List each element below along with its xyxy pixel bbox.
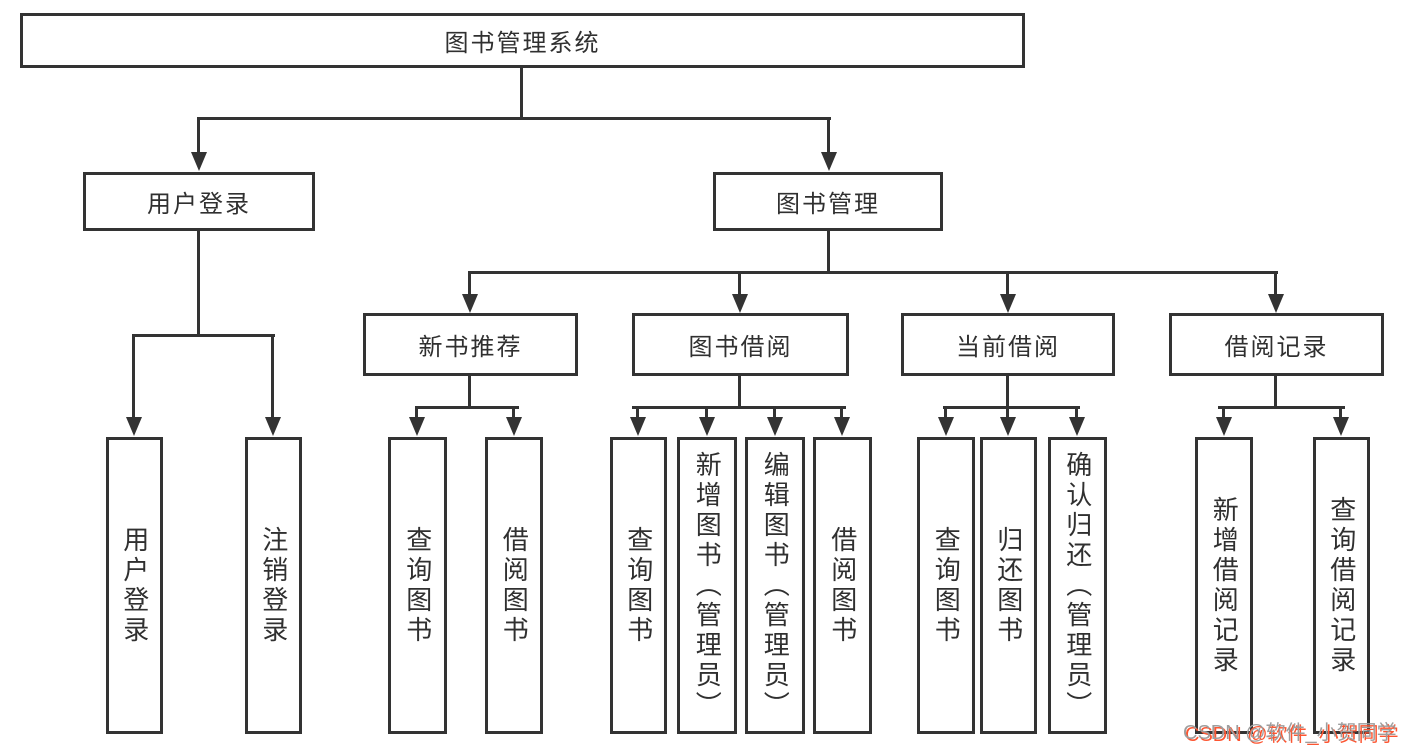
connector-line [415, 406, 519, 409]
node-borrow-records-label: 借阅记录 [1224, 334, 1329, 361]
arrow-head [1069, 417, 1085, 436]
connector-line [705, 406, 708, 420]
watermark: CSDN @软件_小贺同学 [1183, 722, 1397, 744]
connector-line [738, 271, 741, 297]
node-current-borrow: 当前借阅 [901, 313, 1115, 376]
connector-line [468, 375, 471, 408]
arrow-head [462, 294, 478, 313]
node-borrow-records: 借阅记录 [1169, 313, 1384, 376]
node-user-login: 用户登录 [83, 172, 315, 231]
arrow-head [409, 417, 425, 436]
arrow-head [1333, 417, 1349, 436]
node-book-management-label: 图书管理 [776, 191, 880, 218]
leaf-add-books-admin-label: 新增图书（管理员） [692, 450, 723, 721]
arrow-head [1000, 417, 1016, 436]
connector-line [197, 117, 200, 155]
leaf-query-books-borrow-label: 查询图书 [623, 525, 654, 646]
leaf-return-books: 归还图书 [980, 437, 1037, 734]
arrow-head [821, 152, 837, 171]
connector-line [773, 406, 776, 420]
leaf-add-borrow-record: 新增借阅记录 [1195, 437, 1253, 734]
connector-line [1274, 375, 1277, 408]
node-root-label: 图书管理系统 [444, 30, 601, 57]
connector-line [1274, 271, 1277, 297]
connector-line [468, 271, 1278, 274]
leaf-user-login: 用户登录 [106, 437, 163, 734]
arrow-head [1000, 294, 1016, 313]
leaf-add-borrow-record-label: 新增借阅记录 [1209, 495, 1240, 676]
connector-line [132, 334, 135, 422]
connector-line [133, 334, 275, 337]
arrow-head [732, 294, 748, 313]
connector-line [943, 406, 1080, 409]
connector-line [520, 67, 523, 119]
leaf-query-books-borrow: 查询图书 [610, 437, 667, 734]
arrow-head [630, 417, 646, 436]
leaf-borrow-books: 借阅图书 [813, 437, 872, 734]
connector-line [1218, 406, 1345, 409]
connector-line [512, 406, 515, 420]
leaf-add-books-admin: 新增图书（管理员） [677, 437, 737, 734]
leaf-confirm-return-admin-label: 确认归还（管理员） [1062, 450, 1093, 721]
arrow-head [126, 417, 142, 436]
connector-line [197, 230, 200, 336]
connector-line [271, 334, 274, 422]
leaf-user-login-label: 用户登录 [119, 525, 150, 646]
connector-line [1006, 271, 1009, 297]
node-book-borrow: 图书借阅 [632, 313, 849, 376]
connector-line [468, 271, 471, 297]
connector-line [827, 117, 830, 155]
leaf-query-borrow-record: 查询借阅记录 [1313, 437, 1370, 734]
leaf-edit-books-admin-label: 编辑图书（管理员） [760, 450, 791, 721]
connector-line [1006, 375, 1009, 408]
connector-line [1222, 406, 1225, 420]
leaf-query-books-current: 查询图书 [917, 437, 975, 734]
arrow-head [191, 152, 207, 171]
connector-line [738, 375, 741, 408]
connector-line [1075, 406, 1078, 420]
arrow-head [834, 417, 850, 436]
connector-line [636, 406, 639, 420]
connector-line [415, 406, 418, 420]
leaf-query-books-recommend: 查询图书 [388, 437, 447, 734]
node-book-borrow-label: 图书借阅 [688, 334, 793, 361]
connector-line [1006, 406, 1009, 420]
connector-line [198, 117, 831, 120]
connector-line [632, 406, 846, 409]
node-new-book-recommend-label: 新书推荐 [418, 334, 523, 361]
node-root: 图书管理系统 [20, 13, 1025, 68]
arrow-head [767, 417, 783, 436]
leaf-confirm-return-admin: 确认归还（管理员） [1048, 437, 1107, 734]
connector-line [827, 230, 830, 274]
arrow-head [699, 417, 715, 436]
node-user-login-label: 用户登录 [147, 191, 251, 218]
connector-line [840, 406, 843, 420]
leaf-logout: 注销登录 [245, 437, 302, 734]
node-current-borrow-label: 当前借阅 [956, 334, 1060, 361]
leaf-logout-label: 注销登录 [258, 525, 289, 646]
connector-line [1339, 406, 1342, 420]
leaf-query-borrow-record-label: 查询借阅记录 [1326, 495, 1357, 676]
arrow-head [265, 417, 281, 436]
arrow-head [1216, 417, 1232, 436]
leaf-return-books-label: 归还图书 [993, 525, 1024, 646]
leaf-query-books-recommend-label: 查询图书 [402, 525, 433, 646]
arrow-head [1268, 294, 1284, 313]
connector-line [944, 406, 947, 420]
arrow-head [938, 417, 954, 436]
node-book-management: 图书管理 [713, 172, 943, 231]
arrow-head [506, 417, 522, 436]
leaf-edit-books-admin: 编辑图书（管理员） [745, 437, 805, 734]
leaf-borrow-books-recommend: 借阅图书 [485, 437, 543, 734]
node-new-book-recommend: 新书推荐 [363, 313, 578, 376]
leaf-query-books-current-label: 查询图书 [931, 525, 962, 646]
leaf-borrow-books-recommend-label: 借阅图书 [499, 525, 530, 646]
leaf-borrow-books-label: 借阅图书 [827, 525, 858, 646]
